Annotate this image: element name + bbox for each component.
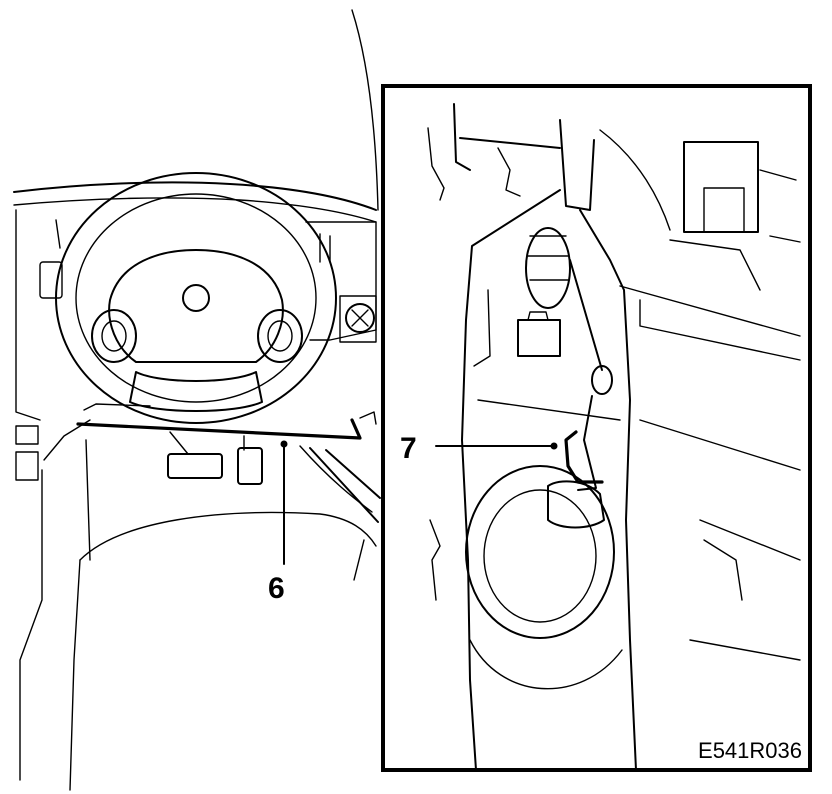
console-left-edge bbox=[461, 189, 561, 771]
brake-booster-boot bbox=[525, 227, 571, 309]
steering-wheel-lower-spoke bbox=[129, 371, 263, 412]
brake-pedal bbox=[167, 453, 223, 479]
steering-wheel-rim bbox=[55, 172, 337, 424]
left-dash-panel bbox=[15, 209, 41, 421]
left-trim-break bbox=[429, 519, 441, 601]
lower-dash-trim-panel bbox=[76, 418, 362, 440]
gear-knob-base bbox=[547, 480, 605, 529]
dash-underside-mid bbox=[497, 147, 521, 197]
detail-leader-upper bbox=[325, 449, 381, 499]
interlock-switch-harness bbox=[564, 430, 604, 484]
column-shroud-line bbox=[599, 129, 671, 231]
console-right-edge bbox=[579, 209, 637, 771]
console-lower-curve bbox=[469, 639, 623, 690]
dashboard-top-inner bbox=[13, 197, 377, 223]
callout-7-label: 7 bbox=[400, 432, 417, 465]
left-spoke-button-inner bbox=[101, 320, 127, 352]
seat-cushion-right bbox=[353, 539, 365, 581]
steering-wheel-rim-inner bbox=[75, 193, 317, 403]
right-floor-lines bbox=[639, 419, 801, 661]
gear-boot-surround bbox=[465, 465, 615, 639]
windshield-edge bbox=[351, 9, 379, 211]
module-bracket bbox=[669, 239, 761, 291]
brake-pedal-arm bbox=[169, 431, 189, 455]
center-console-top bbox=[305, 221, 377, 341]
pedal-bracket bbox=[517, 319, 561, 357]
switch-panel bbox=[339, 295, 377, 343]
pedal-box-left bbox=[473, 289, 491, 367]
console-top-rail bbox=[619, 285, 801, 337]
steering-column bbox=[559, 119, 595, 211]
seat-cushion-top bbox=[79, 511, 377, 561]
console-top-rail-lower bbox=[639, 299, 801, 361]
detail-frame bbox=[381, 84, 812, 772]
hazard-switch-mark bbox=[351, 309, 369, 327]
column-cover bbox=[83, 403, 151, 411]
left-switch-upper bbox=[15, 425, 39, 445]
lever-pivot bbox=[591, 365, 613, 395]
bracket-rod bbox=[453, 103, 471, 171]
left-door-sill bbox=[19, 469, 43, 781]
dashboard-overview: 6 bbox=[13, 9, 381, 791]
left-trim-line bbox=[55, 219, 61, 249]
figure-reference-code: E541R036 bbox=[698, 738, 802, 763]
left-switch-lower bbox=[15, 451, 39, 481]
detail-leader-lower bbox=[309, 447, 379, 523]
footwell-left-wall bbox=[85, 439, 91, 561]
lever-rod bbox=[569, 259, 603, 371]
upper-right-trim bbox=[759, 169, 801, 243]
seat-cushion-left bbox=[69, 559, 81, 791]
dashboard-top bbox=[13, 181, 377, 211]
accelerator-pedal bbox=[237, 447, 263, 485]
floor-transverse-line bbox=[477, 399, 621, 421]
horn-badge bbox=[182, 284, 210, 312]
dash-underside-left bbox=[427, 127, 445, 201]
pedal-bolt bbox=[527, 311, 549, 321]
lever-body bbox=[577, 395, 597, 491]
right-dash-corner bbox=[359, 411, 377, 425]
left-kick-panel bbox=[43, 419, 91, 461]
boot-ribs bbox=[527, 235, 569, 281]
right-spoke-buttons bbox=[257, 309, 303, 363]
crossbar bbox=[459, 137, 561, 149]
steering-wheel-hub bbox=[108, 249, 284, 363]
hazard-switch bbox=[345, 303, 375, 333]
left-spoke-buttons bbox=[91, 309, 137, 363]
right-spoke-button-inner bbox=[267, 320, 293, 352]
right-seat-edge bbox=[703, 539, 743, 601]
relay-box-inner bbox=[703, 187, 745, 233]
gear-boot-inner bbox=[483, 489, 597, 623]
left-vent bbox=[39, 261, 63, 299]
tunnel-edge bbox=[299, 445, 373, 513]
callout-6-label: 6 bbox=[268, 572, 285, 605]
detail-view: 7 E541R036 bbox=[381, 84, 812, 772]
